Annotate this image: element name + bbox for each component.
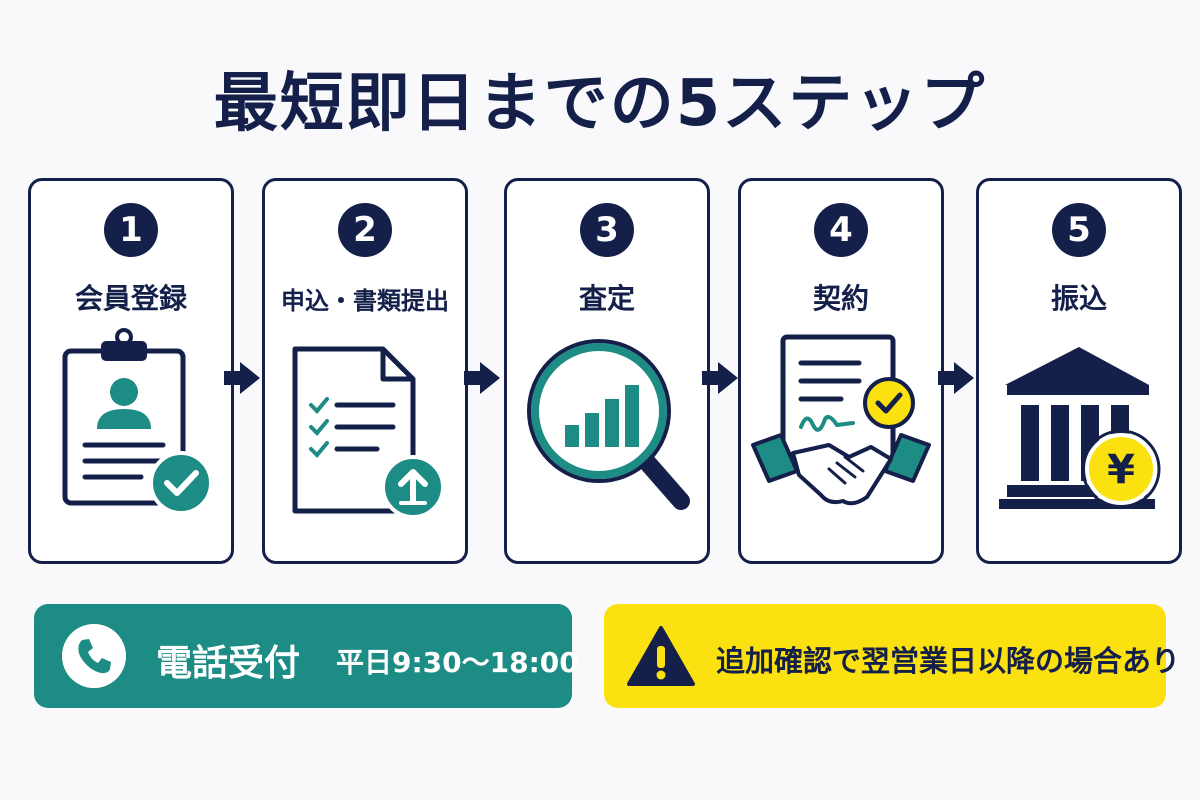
phone-reception-banner: 電話受付 平日9:30〜18:00 [34, 604, 579, 708]
phone-icon [62, 624, 126, 688]
step-number-2: 2 [338, 203, 392, 257]
notice-banner: 追加確認で翌営業日以降の場合あり [604, 604, 1180, 708]
step-label-3: 査定 [578, 282, 635, 315]
svg-text:¥: ¥ [1107, 447, 1135, 493]
step-number-3: 3 [580, 203, 634, 257]
page-title: 最短即日までの5ステップ [213, 67, 987, 141]
arrow-right-icon [938, 362, 974, 394]
step-card-2: 2 申込・書類提出 [262, 178, 468, 564]
step-card-3: 3 査定 [504, 178, 710, 564]
bank-yen-coin-icon: ¥ [999, 347, 1161, 509]
step-label-5: 振込 [1050, 282, 1107, 315]
step-number-5: 5 [1052, 203, 1106, 257]
notice-text: 追加確認で翌営業日以降の場合あり [716, 644, 1181, 678]
phone-label: 電話受付 [156, 643, 301, 684]
arrow-right-icon [702, 362, 738, 394]
step-card-4: 4 契約 [738, 178, 944, 564]
clipboard-profile-check-icon [62, 328, 213, 515]
step-label-4: 契約 [812, 282, 869, 315]
phone-hours: 平日9:30〜18:00 [336, 646, 579, 679]
contract-handshake-icon [751, 334, 931, 506]
warning-icon [627, 626, 695, 686]
arrow-right-icon [464, 362, 500, 394]
step-card-1: 1 会員登録 [28, 178, 234, 564]
step-number-4: 4 [814, 203, 868, 257]
step-number-1: 1 [104, 203, 158, 257]
step-card-5: 5 振込 ¥ [976, 178, 1182, 564]
step-label-1: 会員登録 [74, 282, 187, 315]
arrow-right-icon [224, 362, 260, 394]
document-checklist-upload-icon [292, 346, 445, 519]
step-label-2: 申込・書類提出 [281, 287, 449, 315]
magnifier-bar-chart-icon [527, 339, 690, 510]
